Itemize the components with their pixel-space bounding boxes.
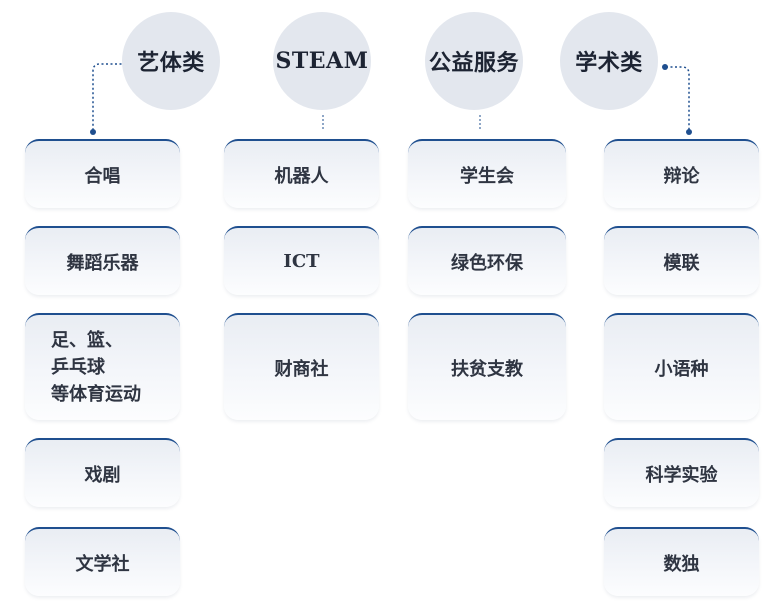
card-label: 小语种	[654, 358, 709, 380]
card-label: 数独	[663, 553, 700, 575]
card-item: 科学实验	[604, 438, 759, 507]
card-label: 辩论	[663, 165, 700, 187]
connector-dot-art-sports-end	[90, 129, 96, 135]
connector-dot-academic-end	[686, 129, 692, 135]
category-circle-art-sports: 艺体类	[122, 12, 220, 110]
card-item: 绿色环保	[408, 226, 566, 295]
card-item: 足、篮、 乒乓球 等体育运动	[25, 313, 180, 420]
card-item: 财商社	[224, 313, 379, 420]
card-label: 足、篮、 乒乓球 等体育运动	[51, 330, 141, 405]
card-item: 辩论	[604, 139, 759, 208]
card-label: 文学社	[75, 553, 130, 575]
card-item: 机器人	[224, 139, 379, 208]
card-label: 科学实验	[645, 464, 718, 486]
card-label: 模联	[663, 252, 700, 274]
connector-academic	[666, 66, 690, 131]
card-label: ICT	[283, 251, 320, 272]
card-label: 绿色环保	[451, 252, 523, 274]
card-item: 小语种	[604, 313, 759, 420]
category-title-public-service: 公益服务	[428, 50, 519, 76]
category-title-steam: STEAM	[275, 48, 369, 74]
connector-dot-academic-start	[662, 64, 668, 70]
category-circle-steam: STEAM	[273, 12, 371, 110]
card-label: 戏剧	[84, 464, 121, 486]
card-item: 文学社	[25, 527, 180, 596]
category-title-academic: 学术类	[575, 50, 643, 76]
card-label: 扶贫支教	[451, 358, 523, 380]
card-label: 合唱	[84, 165, 121, 187]
card-item: ICT	[224, 226, 379, 295]
card-item: 扶贫支教	[408, 313, 566, 420]
connector-art-sports	[92, 63, 126, 131]
category-circle-academic: 学术类	[560, 12, 658, 110]
card-item: 舞蹈乐器	[25, 226, 180, 295]
category-circle-public-service: 公益服务	[425, 12, 523, 110]
category-title-art-sports: 艺体类	[137, 50, 205, 76]
card-item: 学生会	[408, 139, 566, 208]
card-label: 学生会	[460, 165, 514, 187]
card-label: 舞蹈乐器	[66, 252, 139, 274]
card-item: 数独	[604, 527, 759, 596]
card-label: 财商社	[274, 358, 329, 380]
card-item: 戏剧	[25, 438, 180, 507]
card-item: 模联	[604, 226, 759, 295]
card-item: 合唱	[25, 139, 180, 208]
card-label: 机器人	[274, 165, 329, 187]
